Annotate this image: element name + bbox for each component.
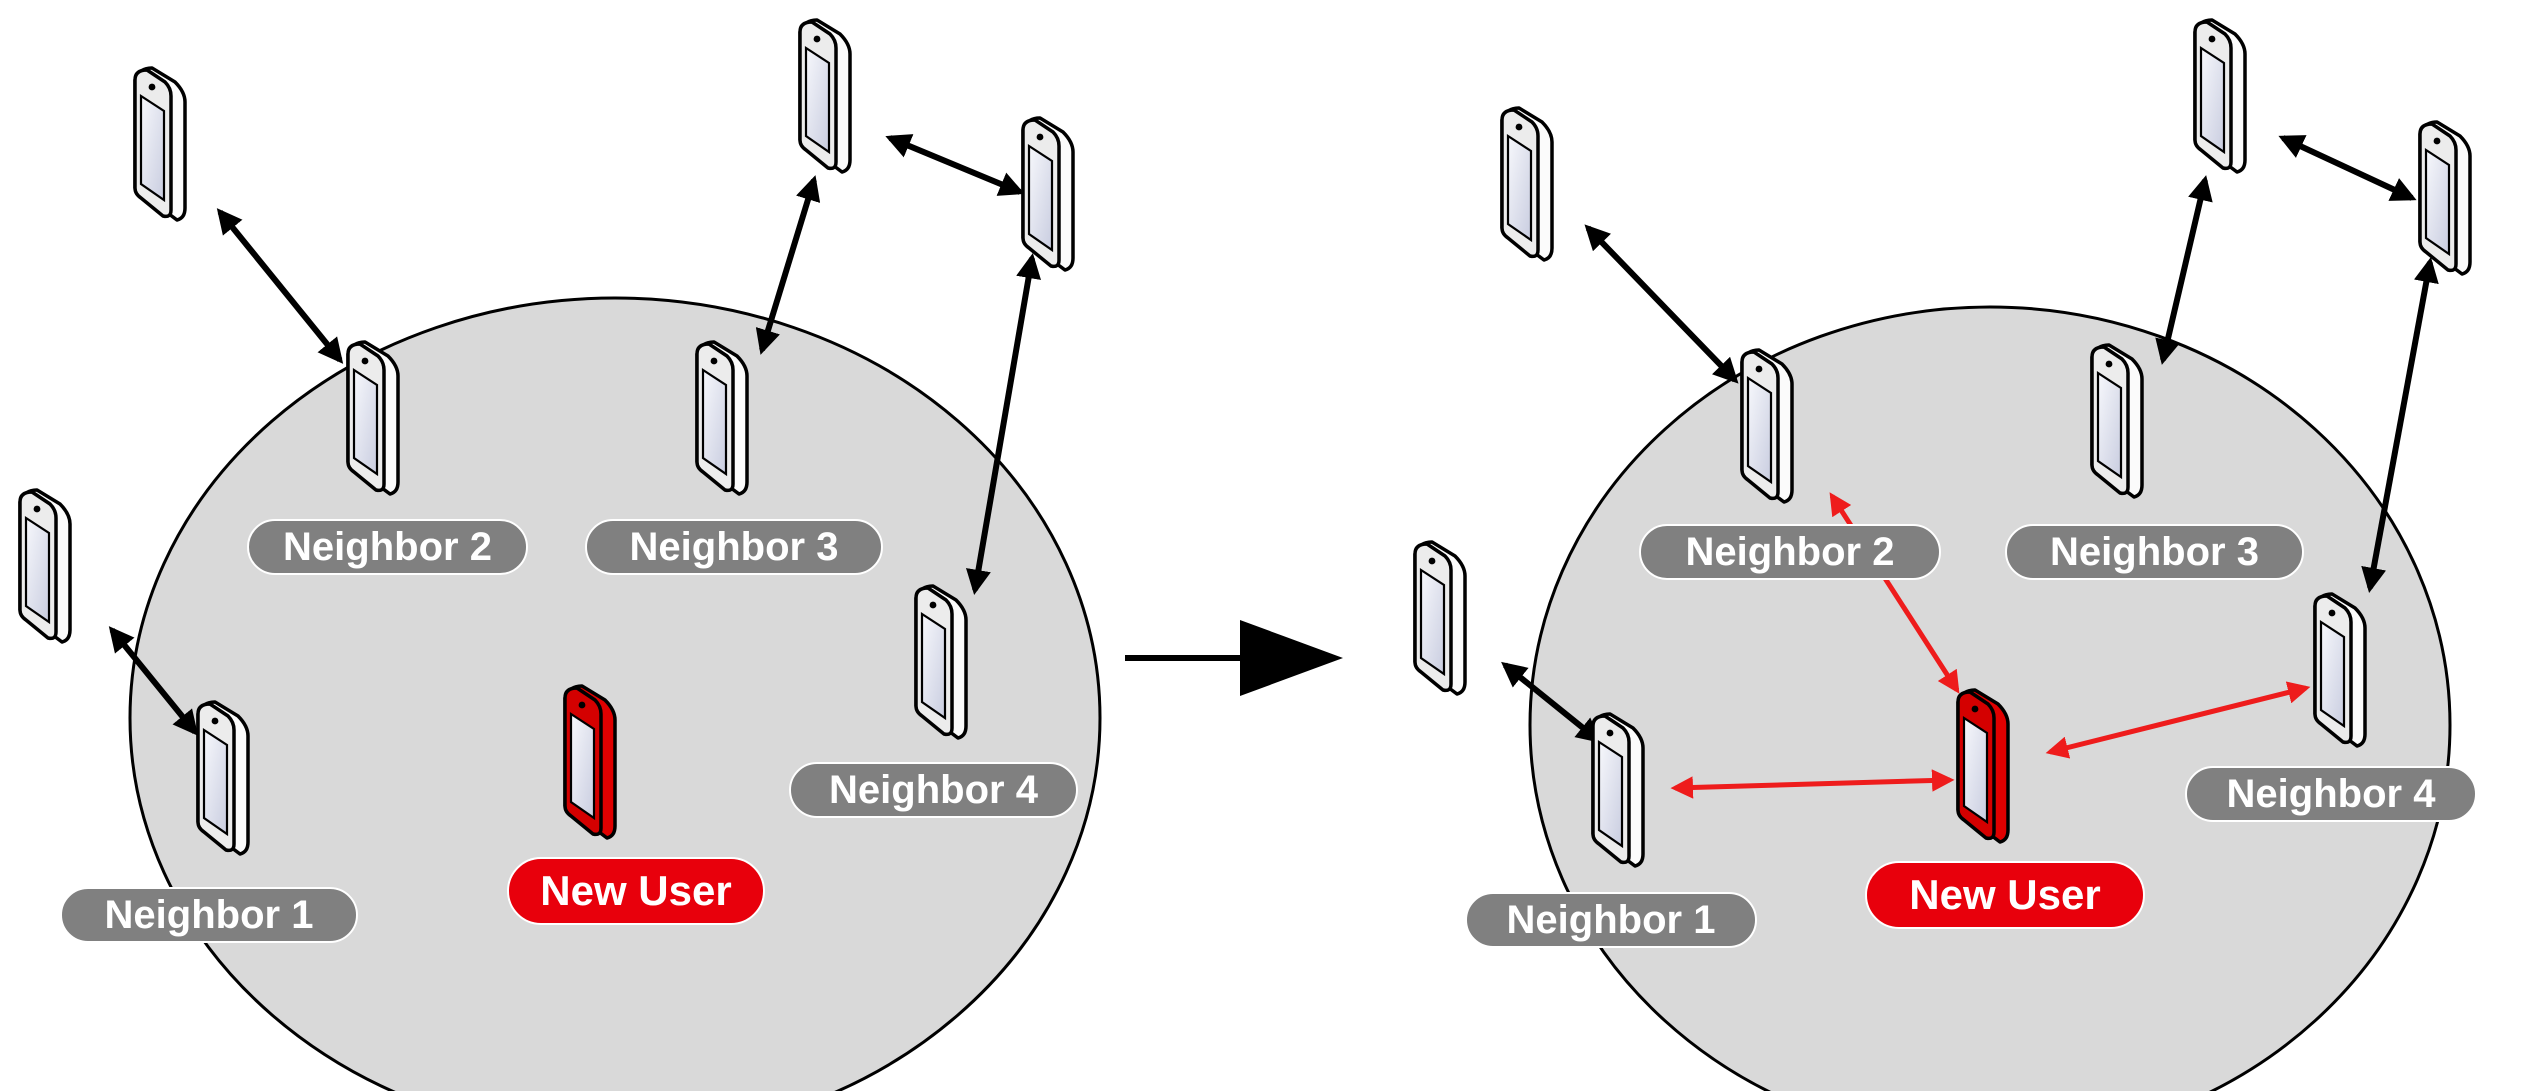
new-link-neighbor-4 bbox=[2045, 681, 2311, 759]
existing-links bbox=[1501, 135, 2439, 744]
device-outer-top-right bbox=[1021, 116, 1075, 272]
link-top-pair bbox=[885, 134, 1025, 196]
device-outer-top-center bbox=[798, 18, 852, 174]
svg-text:Neighbor 1: Neighbor 1 bbox=[1507, 898, 1716, 942]
label-neighbor-2: Neighbor 2 bbox=[247, 519, 528, 575]
panel-before: Neighbor 2 Neighbor 3 Neighbor 4 Neighbo… bbox=[18, 18, 1102, 1091]
label-neighbor-2: Neighbor 2 bbox=[1639, 524, 1941, 580]
existing-links bbox=[108, 134, 1042, 736]
device-outer-top-center bbox=[2193, 18, 2247, 174]
svg-text:New User: New User bbox=[1909, 871, 2100, 918]
link-outer-neighbor2 bbox=[1584, 224, 1739, 384]
right-arrow-icon bbox=[1125, 620, 1343, 696]
link-outer-neighbor1 bbox=[1501, 661, 1602, 744]
link-outer-neighbor1 bbox=[108, 626, 199, 736]
svg-text:Neighbor 3: Neighbor 3 bbox=[630, 525, 839, 569]
link-neighbor3-top bbox=[2155, 175, 2213, 365]
svg-text:Neighbor 2: Neighbor 2 bbox=[283, 525, 492, 569]
label-neighbor-3: Neighbor 3 bbox=[585, 519, 883, 575]
svg-text:New User: New User bbox=[540, 867, 731, 914]
link-top-pair bbox=[2278, 135, 2417, 201]
link-outer-neighbor2 bbox=[216, 208, 344, 364]
svg-text:Neighbor 4: Neighbor 4 bbox=[2227, 772, 2437, 816]
svg-text:Neighbor 3: Neighbor 3 bbox=[2050, 530, 2259, 574]
svg-text:Neighbor 2: Neighbor 2 bbox=[1686, 530, 1895, 574]
new-link-neighbor-1 bbox=[1670, 769, 1955, 799]
device-new-user bbox=[563, 684, 617, 840]
device-neighbor-4 bbox=[2313, 592, 2367, 748]
device-neighbor-1 bbox=[1591, 712, 1645, 868]
label-neighbor-1: Neighbor 1 bbox=[1465, 892, 1757, 948]
device-outer-left bbox=[18, 488, 72, 644]
device-neighbor-3 bbox=[695, 340, 749, 496]
device-new-user bbox=[1956, 688, 2010, 844]
device-neighbor-2 bbox=[1740, 348, 1794, 504]
label-neighbor-4: Neighbor 4 bbox=[789, 762, 1078, 818]
device-neighbor-4 bbox=[914, 584, 968, 740]
link-neighbor4-right bbox=[965, 253, 1042, 595]
device-outer-top-left bbox=[133, 66, 187, 222]
device-outer-left bbox=[1413, 540, 1467, 696]
label-new-user: New User bbox=[1865, 861, 2145, 929]
label-neighbor-3: Neighbor 3 bbox=[2005, 524, 2304, 580]
device-neighbor-2 bbox=[346, 340, 400, 496]
panel-after: Neighbor 2 Neighbor 3 Neighbor 4 Neighbo… bbox=[1413, 18, 2477, 1091]
device-neighbor-1 bbox=[196, 700, 250, 856]
svg-text:Neighbor 1: Neighbor 1 bbox=[105, 893, 314, 937]
device-neighbor-3 bbox=[2090, 343, 2144, 499]
svg-text:Neighbor 4: Neighbor 4 bbox=[829, 768, 1039, 812]
label-new-user: New User bbox=[507, 857, 765, 925]
label-neighbor-4: Neighbor 4 bbox=[2185, 766, 2477, 822]
device-outer-top-right bbox=[2418, 120, 2472, 276]
label-neighbor-1: Neighbor 1 bbox=[60, 887, 358, 943]
link-neighbor3-top bbox=[755, 175, 821, 355]
device-outer-top-left bbox=[1500, 106, 1554, 262]
link-neighbor4-right bbox=[2361, 257, 2439, 593]
